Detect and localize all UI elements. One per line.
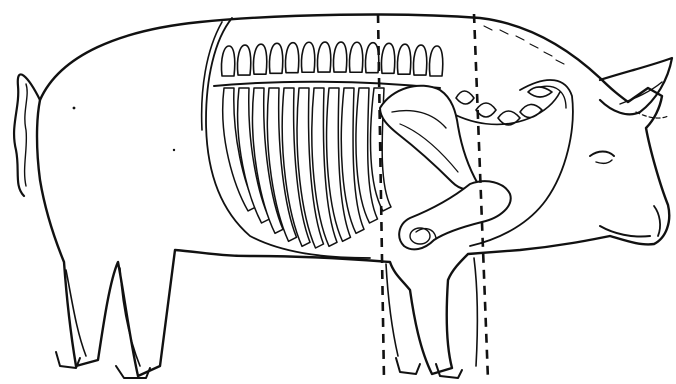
vertebra <box>301 42 314 72</box>
mouth <box>600 226 650 237</box>
vertebra <box>253 44 266 74</box>
snout <box>654 206 660 236</box>
neck-vertebrae <box>446 87 560 125</box>
vertebra <box>397 44 410 74</box>
face-details <box>590 152 660 237</box>
vertebra <box>285 43 298 73</box>
leg-contours <box>66 258 477 366</box>
vertebra <box>333 42 346 72</box>
vertebra <box>221 46 234 76</box>
vertebra <box>317 42 330 72</box>
spine <box>214 42 443 88</box>
vertebra <box>349 42 362 72</box>
vertebra <box>429 46 442 76</box>
texture-dots <box>73 107 176 152</box>
back-bristle-marks <box>484 26 564 64</box>
vertebra <box>237 45 250 75</box>
vertebra <box>365 43 378 73</box>
vertebra <box>269 43 282 73</box>
rib-cage <box>223 88 391 248</box>
vertebra <box>381 43 394 73</box>
hooves <box>56 352 462 378</box>
eye <box>590 152 614 157</box>
vertebra <box>413 45 426 75</box>
